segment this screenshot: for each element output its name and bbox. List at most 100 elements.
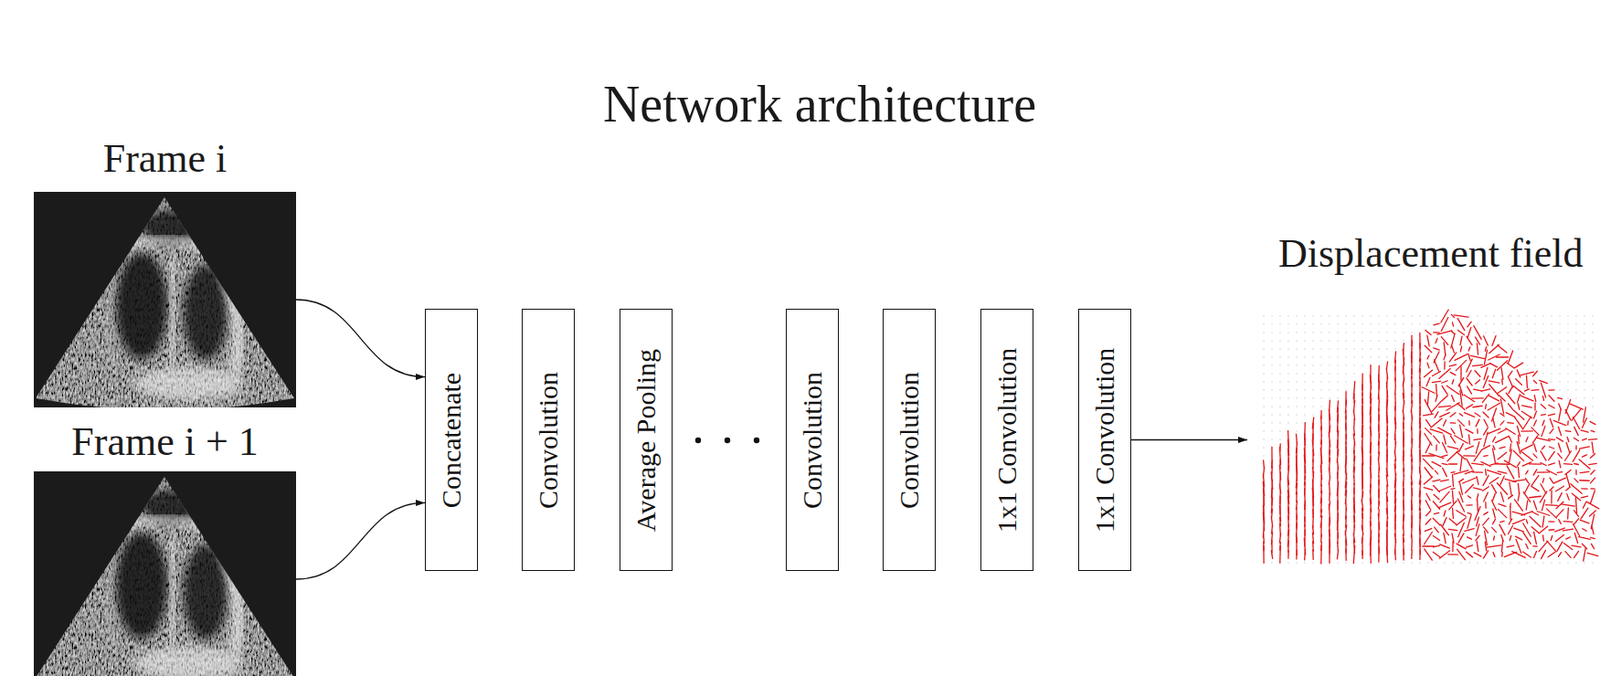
grid-dot xyxy=(1328,381,1331,383)
grid-dot xyxy=(1517,315,1520,318)
grid-dot xyxy=(1287,561,1290,564)
grid-dot xyxy=(1287,348,1290,350)
grid-dot xyxy=(1271,339,1273,342)
displacement-vector xyxy=(1472,487,1482,490)
grid-dot xyxy=(1295,339,1298,342)
grid-dot xyxy=(1303,356,1306,359)
grid-dot xyxy=(1361,315,1364,318)
displacement-vector xyxy=(1443,354,1446,361)
displacement-vector xyxy=(1465,404,1473,409)
grid-dot xyxy=(1303,323,1306,326)
displacement-vector xyxy=(1377,394,1380,403)
displacement-vector xyxy=(1472,397,1484,399)
grid-dot xyxy=(1493,561,1495,564)
displacement-vector xyxy=(1520,371,1535,376)
grid-dot xyxy=(1303,372,1306,375)
displacement-vector xyxy=(1558,409,1561,422)
grid-dot xyxy=(1312,389,1314,392)
displacement-vector xyxy=(1460,391,1463,407)
displacement-vector xyxy=(1451,380,1454,385)
displacement-vector xyxy=(1494,463,1509,466)
displacement-vector xyxy=(1517,493,1519,501)
grid-dot xyxy=(1336,356,1339,359)
displacement-vector xyxy=(1446,385,1460,394)
displacement-vector xyxy=(1457,317,1465,330)
grid-dot xyxy=(1419,561,1421,564)
grid-dot xyxy=(1558,331,1561,334)
grid-dot xyxy=(1320,389,1323,392)
grid-dot xyxy=(1443,561,1446,564)
displacement-vector xyxy=(1520,395,1534,402)
displacement-vector xyxy=(1483,336,1489,346)
displacement-vector xyxy=(1540,382,1546,398)
displacement-vector xyxy=(1394,386,1397,395)
displacement-vector xyxy=(1441,385,1448,394)
grid-dot xyxy=(1386,331,1389,334)
grid-dot xyxy=(1287,372,1290,375)
grid-dot xyxy=(1394,348,1397,350)
grid-dot xyxy=(1591,348,1594,350)
grid-dot xyxy=(1262,413,1265,416)
displacement-vector xyxy=(1506,362,1515,368)
grid-dot xyxy=(1567,381,1569,383)
displacement-vector xyxy=(1435,445,1438,451)
grid-dot xyxy=(1460,413,1463,416)
displacement-vector xyxy=(1456,510,1466,518)
grid-dot xyxy=(1402,323,1405,326)
displacement-vector xyxy=(1487,402,1501,411)
displacement-vector xyxy=(1483,349,1487,365)
grid-dot xyxy=(1501,323,1504,326)
displacement-vector xyxy=(1493,508,1496,519)
displacement-vector xyxy=(1509,449,1513,463)
displacement-vector xyxy=(1449,364,1456,367)
displacement-vector xyxy=(1550,490,1552,504)
grid-dot xyxy=(1312,405,1314,408)
displacement-vector xyxy=(1424,467,1432,478)
grid-dot xyxy=(1550,364,1553,367)
displacement-vector xyxy=(1419,467,1420,478)
displacement-vector xyxy=(1490,363,1497,368)
displacement-vector xyxy=(1460,366,1462,382)
displacement-vector xyxy=(1571,409,1581,422)
displacement-vector xyxy=(1377,467,1380,477)
grid-dot xyxy=(1591,405,1594,408)
grid-dot xyxy=(1583,331,1586,334)
displacement-vector xyxy=(1467,321,1472,328)
grid-dot xyxy=(1312,413,1314,416)
displacement-vector xyxy=(1495,356,1508,358)
grid-dot xyxy=(1402,339,1405,342)
grid-dot xyxy=(1271,323,1273,326)
displacement-vector xyxy=(1533,454,1537,458)
displacement-vector xyxy=(1430,418,1442,428)
displacement-vector xyxy=(1440,491,1450,503)
grid-dot xyxy=(1534,339,1537,342)
grid-dot xyxy=(1295,561,1298,564)
grid-dot xyxy=(1534,348,1537,350)
displacement-vector xyxy=(1454,354,1468,361)
displacement-vector xyxy=(1561,504,1576,507)
grid-dot xyxy=(1493,331,1495,334)
grid-dot xyxy=(1287,422,1290,424)
displacement-vector xyxy=(1441,337,1448,346)
grid-dot xyxy=(1435,315,1438,318)
grid-dot xyxy=(1320,364,1323,367)
grid-dot xyxy=(1279,323,1282,326)
grid-dot xyxy=(1262,389,1265,392)
displacement-vector xyxy=(1451,345,1455,353)
grid-dot xyxy=(1345,389,1347,392)
grid-dot xyxy=(1542,339,1545,342)
grid-dot xyxy=(1345,381,1347,383)
displacement-vector xyxy=(1437,330,1452,335)
grid-dot xyxy=(1328,389,1331,392)
displacement-vector xyxy=(1476,498,1479,511)
grid-dot xyxy=(1534,315,1537,318)
grid-dot xyxy=(1542,323,1545,326)
grid-dot xyxy=(1287,381,1290,383)
displacement-vector xyxy=(1476,429,1478,434)
grid-dot xyxy=(1377,331,1380,334)
grid-dot xyxy=(1558,381,1561,383)
grid-dot xyxy=(1542,561,1545,564)
grid-dot xyxy=(1271,405,1273,408)
displacement-vector xyxy=(1443,510,1446,517)
grid-dot xyxy=(1583,315,1586,318)
